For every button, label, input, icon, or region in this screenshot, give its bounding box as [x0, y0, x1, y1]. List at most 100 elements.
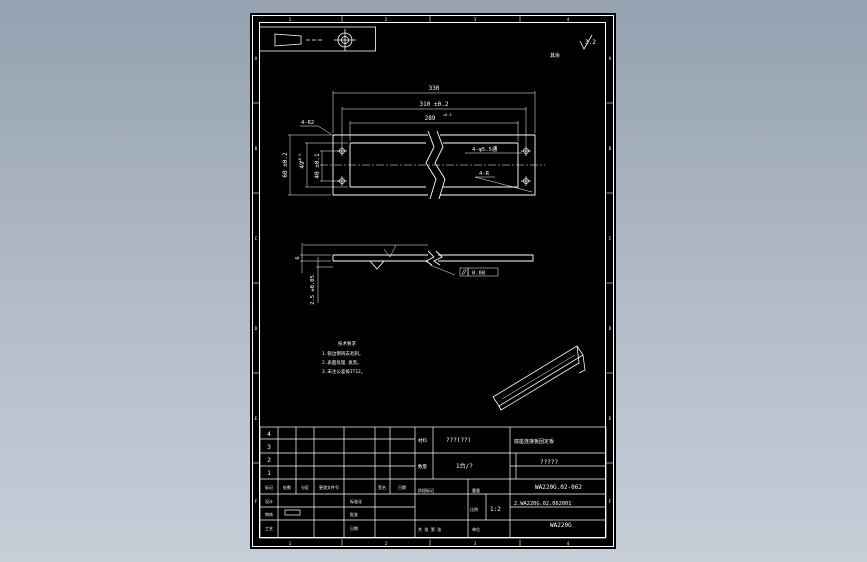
- dim-hole-v-pitch: 40 ±0.1: [314, 153, 321, 179]
- plate-holes: [337, 146, 531, 186]
- isometric-view: [492, 345, 586, 411]
- zone-bottom-4: 4: [567, 541, 570, 546]
- zone-side-d-right: D: [609, 326, 612, 331]
- zone-side-c-right: C: [609, 236, 612, 241]
- plan-dims-vertical: [288, 134, 348, 196]
- callout-radius: 4-R: [479, 171, 490, 177]
- dim-corner-radius: 4-R2: [301, 120, 314, 126]
- side-plate-left: [332, 254, 428, 262]
- hdr-count: 处数: [283, 484, 291, 490]
- hdr-change: 更改文件号: [319, 484, 339, 490]
- part-name: 底座连接板固定板: [514, 438, 554, 445]
- scale-label: 比例: [470, 506, 478, 512]
- quantity-value: 1台/?: [456, 462, 473, 470]
- roughness-suffix: 其余: [550, 52, 560, 59]
- hdr-mark: 标记: [265, 484, 273, 490]
- dim-hole-pitch: 310 ±0.2: [420, 101, 449, 108]
- doc-no: 2.WA220G.02.062001: [514, 501, 571, 507]
- dim-slot-height-tol: +0.3: [298, 154, 302, 162]
- flatness-value: 0.08: [472, 271, 485, 277]
- material-label: 材料: [418, 437, 427, 444]
- sign-design: 设计: [265, 498, 273, 504]
- quantity-label: 数量: [418, 463, 427, 470]
- rev-row-2: 2: [267, 457, 271, 464]
- zone-side-a: A: [255, 56, 258, 61]
- side-notch: [369, 260, 385, 270]
- note-line-3: 3.未注公差按IT12。: [322, 368, 365, 375]
- plan-dims-horizontal: [332, 91, 536, 146]
- weight-label: 重量: [472, 487, 480, 493]
- hdr-date: 日期: [398, 484, 406, 490]
- drawing-canvas: 1 2 3 4 1 2 3 4 A B C D E F A B C D E F: [252, 15, 614, 547]
- flatness-icon: [461, 269, 467, 275]
- stage-label: 阶段标记: [418, 487, 434, 493]
- note-line-2: 2.表面处理 发黑。: [322, 359, 362, 366]
- unit-label: 单位: [472, 526, 480, 532]
- roughness-check-icon: [579, 34, 593, 50]
- zone-side-e: E: [255, 416, 258, 421]
- callout-holes: 4-φ5.5通: [472, 145, 498, 153]
- dim-offset: 2.5 ±0.05: [310, 275, 316, 305]
- roughness-value: 3.2: [585, 39, 596, 46]
- sign-date: 日期: [350, 525, 358, 531]
- dim-height: 60 ±0.2: [282, 152, 289, 178]
- dim-slot: 289: [425, 115, 436, 122]
- zone-side-f-right: F: [609, 499, 612, 504]
- plate-outline-left: [332, 134, 428, 196]
- scale-value: 1:2: [490, 506, 501, 513]
- side-view: 0.08 6 2.5 ±0.05: [295, 243, 534, 305]
- zone-top-3: 3: [474, 17, 477, 22]
- zone-side-b-right: B: [609, 146, 612, 151]
- weight-value: ?????: [540, 459, 558, 466]
- side-break-a: [425, 250, 435, 266]
- sign-standard: 标准化: [350, 498, 362, 504]
- zone-top-1: 1: [289, 17, 292, 22]
- side-roughness-check-icon: [383, 244, 397, 258]
- inner-frame: [259, 22, 606, 538]
- zone-bottom-1: 1: [289, 541, 292, 546]
- zone-side-c: C: [255, 236, 258, 241]
- rev-row-1: 1: [267, 470, 271, 477]
- drawing-sheet: 1 2 3 4 1 2 3 4 A B C D E F A B C D E F: [250, 13, 616, 549]
- projection-symbol: [259, 26, 376, 52]
- stamp-box: [284, 509, 301, 516]
- zone-labels: 1 2 3 4 1 2 3 4 A B C D E F A B C D E F: [255, 17, 612, 546]
- side-break-b: [433, 250, 443, 266]
- zone-side-e-right: E: [609, 416, 612, 421]
- outer-frame: [252, 15, 614, 547]
- break-line-a: [425, 130, 437, 200]
- rev-row-4: 4: [267, 431, 271, 438]
- zone-ticks: [252, 15, 614, 547]
- zone-side-b: B: [255, 146, 258, 151]
- zone-side-f: F: [255, 499, 258, 504]
- sign-review: 审核: [265, 511, 273, 517]
- roughness-mark: 3.2 其余: [550, 34, 596, 59]
- plan-view: 330 310 ±0.2 289 +0.3 4-R2 60 ±0.2: [282, 85, 545, 200]
- zone-top-2: 2: [385, 17, 388, 22]
- side-plate-right: [438, 254, 534, 262]
- hdr-zone: 分区: [301, 484, 309, 490]
- title-block-text: 4 3 2 1 标记 处数 分区 更改文件号 签名 日期 设计 审核 工艺 标准…: [265, 431, 582, 532]
- zone-bottom-2: 2: [385, 541, 388, 546]
- drawing-no: WA220G.02-062: [535, 484, 582, 491]
- sheet-label: 共 张 第 张: [418, 526, 441, 532]
- dim-slot-tol: +0.3: [443, 113, 451, 117]
- dim-overall: 330: [429, 85, 440, 92]
- project-code: WA220G: [550, 522, 572, 529]
- zone-side-a-right: A: [609, 56, 612, 61]
- break-line-b: [434, 130, 446, 200]
- dim-thickness: 6: [295, 256, 301, 259]
- cone-icon: [274, 33, 302, 47]
- rev-row-3: 3: [267, 444, 271, 451]
- sign-approve: 批准: [350, 511, 358, 517]
- zone-top-4: 4: [567, 17, 570, 22]
- zone-side-d: D: [255, 326, 258, 331]
- tech-notes: 技术要求 1.锐边倒钝去毛刺。 2.表面处理 发黑。 3.未注公差按IT12。: [322, 340, 365, 375]
- material-value: ???(??): [446, 437, 471, 444]
- zone-bottom-3: 3: [474, 541, 477, 546]
- sign-process: 工艺: [265, 526, 273, 531]
- dim-slot-height: 49: [299, 161, 306, 169]
- flatness-box: [459, 267, 469, 277]
- title-block: 4 3 2 1 标记 处数 分区 更改文件号 签名 日期 设计 审核 工艺 标准…: [259, 426, 607, 539]
